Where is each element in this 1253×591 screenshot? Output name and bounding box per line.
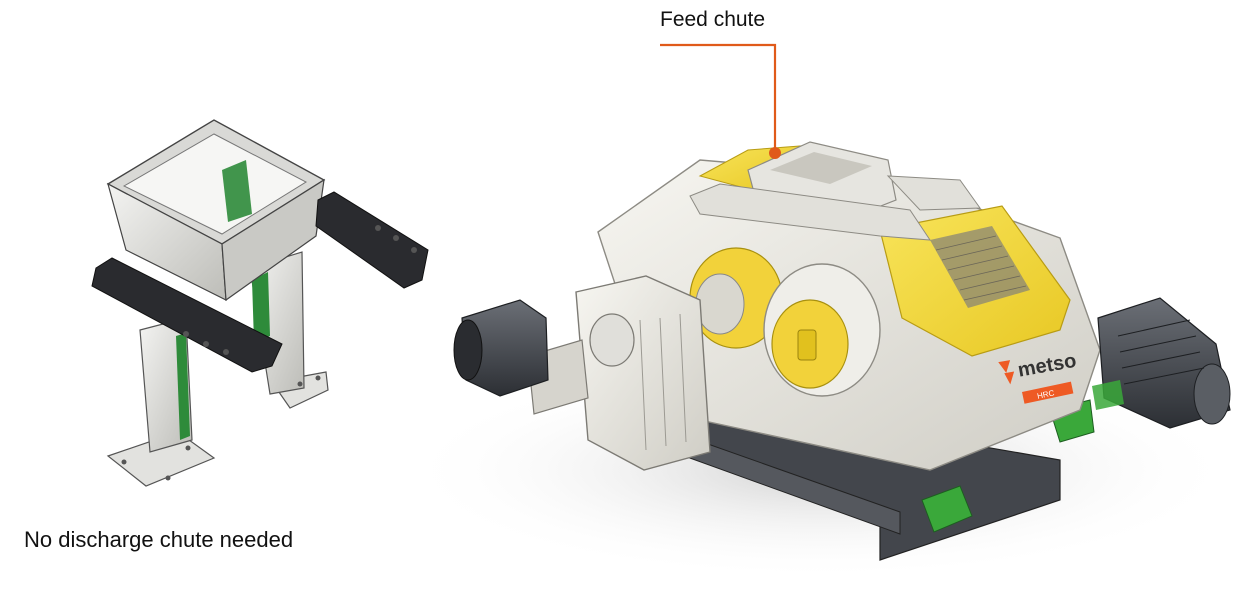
gearbox-cover xyxy=(589,313,635,367)
gearbox xyxy=(575,275,711,471)
hopper-front-right xyxy=(221,178,325,302)
callout-dot xyxy=(769,147,781,159)
green-lug-front xyxy=(921,485,973,533)
hrc-machine: metso HRC xyxy=(400,141,1240,580)
beam-front xyxy=(91,257,283,373)
mesh-window xyxy=(930,226,1030,308)
motor-right-fins xyxy=(1117,319,1205,385)
bolts xyxy=(121,225,417,481)
top-feed-opening xyxy=(770,152,872,184)
roll-left-hub xyxy=(695,273,745,335)
metso-logo-icon xyxy=(998,360,1015,385)
motor-left-fan xyxy=(453,319,483,381)
mesh-lines xyxy=(935,235,1027,301)
roll-right-cap xyxy=(797,329,817,361)
hopper-inner xyxy=(122,133,308,235)
hrc-plate-text: HRC xyxy=(1036,388,1055,400)
green-liner-left xyxy=(176,333,190,440)
top-frame-bar xyxy=(689,183,931,241)
motor-right-face xyxy=(1193,363,1231,425)
no-discharge-label: No discharge chute needed xyxy=(24,527,294,552)
hopper-inner-green xyxy=(222,160,252,222)
feed-chute-label: Feed chute xyxy=(660,8,766,31)
callout-leader-line xyxy=(660,43,777,153)
green-motor-base xyxy=(1092,380,1124,410)
feed-chute-assembly xyxy=(91,119,429,487)
hrc-plate: HRC xyxy=(1022,381,1074,404)
gearbox-ribs xyxy=(639,313,687,451)
top-frame-arm xyxy=(886,175,981,211)
beam-back xyxy=(315,191,429,289)
feed-chute-callout xyxy=(660,43,781,159)
green-liner-right xyxy=(252,272,270,342)
